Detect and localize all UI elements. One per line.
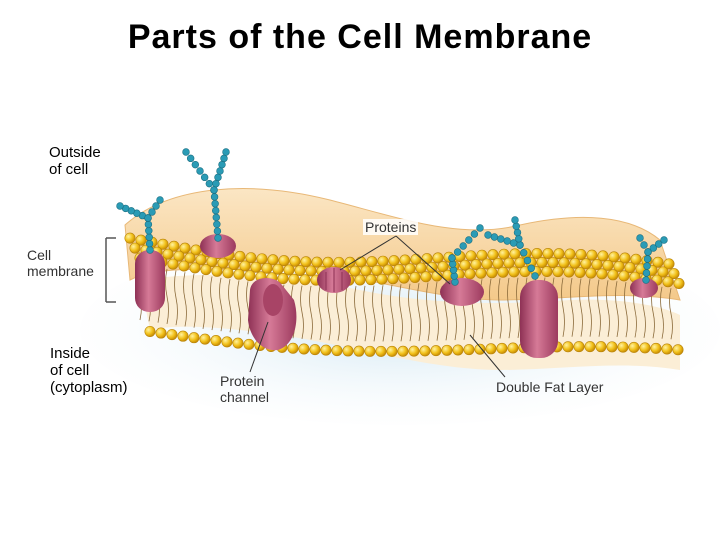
protein-right [520, 280, 558, 358]
phospholipid-heads-bottom [144, 325, 684, 357]
protein-top-left [200, 234, 236, 258]
protein-channel [248, 278, 297, 351]
protein-middle [317, 267, 351, 293]
slide-title: Parts of the Cell Membrane [127, 18, 593, 56]
label-double-fat-layer: Double Fat Layer [496, 379, 604, 395]
label-cell-membrane: Cell membrane [27, 247, 94, 279]
protein-right-center [440, 278, 484, 306]
label-proteins: Proteins [363, 219, 419, 235]
label-protein-channel: Protein channel [220, 373, 270, 405]
glycoprotein-chains [116, 148, 668, 286]
pointer-lines [249, 235, 506, 378]
protein-left [135, 250, 165, 312]
membrane-bracket [105, 237, 116, 303]
label-inside-of-cell: Inside of cell (cytoplasm) [50, 345, 128, 396]
label-outside-of-cell: Outside of cell [49, 144, 101, 178]
protein-far-right [630, 278, 658, 298]
